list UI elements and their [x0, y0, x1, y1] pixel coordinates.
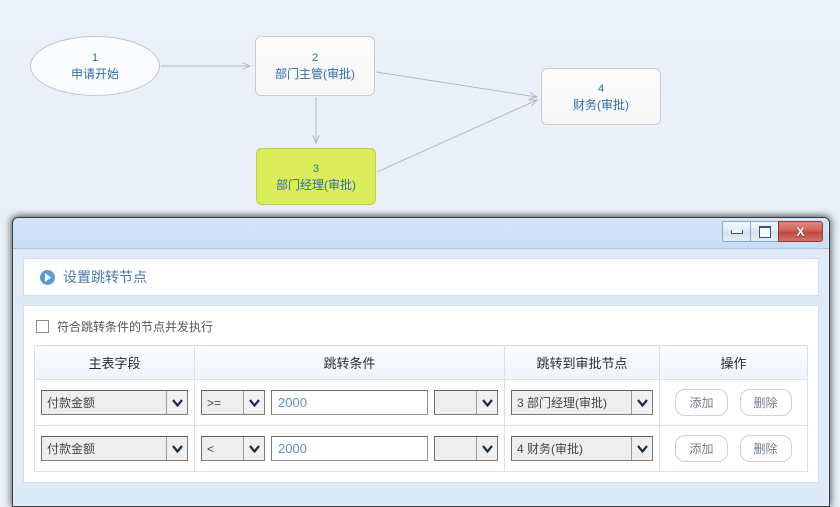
cell-target-node: 3 部门经理(审批) — [504, 379, 660, 426]
condition-value-input[interactable] — [271, 390, 428, 415]
close-icon: X — [796, 224, 805, 239]
flow-node-2[interactable]: 2 部门主管(审批) — [255, 36, 375, 96]
cell-condition: >= — [194, 379, 505, 426]
field-select[interactable]: 付款金额 — [41, 390, 188, 415]
edge-3-4 — [376, 100, 537, 173]
cell-condition: < — [194, 425, 505, 472]
close-button[interactable]: X — [778, 221, 823, 242]
concurrent-checkbox-label: 符合跳转条件的节点并发执行 — [57, 320, 214, 334]
cell-field: 付款金额 — [34, 379, 195, 426]
logic-select[interactable] — [434, 390, 498, 415]
jump-conditions-table: 主表字段 跳转条件 跳转到审批节点 操作 付款金额 — [34, 345, 808, 472]
window-controls: X — [722, 221, 823, 242]
concurrent-checkbox-row[interactable]: 符合跳转条件的节点并发执行 — [34, 316, 808, 345]
cell-target-node: 4 财务(审批) — [504, 425, 660, 472]
flow-node-4[interactable]: 4 财务(审批) — [541, 68, 661, 125]
column-header-target-node: 跳转到审批节点 — [504, 345, 660, 380]
delete-row-button[interactable]: 删除 — [739, 389, 792, 416]
flow-node-1-number: 1 — [91, 52, 99, 64]
target-node-select[interactable]: 3 部门经理(审批) — [511, 390, 653, 415]
operator-select[interactable]: < — [201, 436, 265, 461]
flowchart-canvas: 1 申请开始 2 部门主管(审批) 3 部门经理(审批) 4 财务(审批) — [0, 0, 840, 230]
edge-2-4 — [375, 71, 537, 97]
column-header-condition: 跳转条件 — [194, 345, 505, 380]
arrow-right-circle-icon — [40, 269, 55, 285]
table-row: 付款金额 >= — [34, 379, 808, 426]
flow-node-1-label: 申请开始 — [70, 67, 119, 81]
flow-node-1[interactable]: 1 申请开始 — [30, 36, 160, 96]
minimize-icon — [730, 229, 743, 234]
jump-node-dialog: X 设置跳转节点 符合跳转条件的节点并发执行 主表字段 — [12, 217, 830, 507]
flow-node-4-label: 财务(审批) — [573, 97, 629, 112]
maximize-button[interactable] — [750, 221, 779, 242]
delete-row-button[interactable]: 删除 — [739, 435, 792, 462]
dialog-title-bar[interactable]: X — [13, 218, 829, 249]
target-node-select[interactable]: 4 财务(审批) — [511, 436, 653, 461]
flow-node-2-number: 2 — [311, 52, 319, 64]
column-header-field: 主表字段 — [34, 345, 195, 380]
table-header-row: 主表字段 跳转条件 跳转到审批节点 操作 — [34, 345, 808, 380]
flow-node-3-number: 3 — [312, 162, 320, 175]
cell-actions: 添加 删除 — [659, 379, 808, 426]
maximize-icon — [758, 225, 771, 238]
logic-select[interactable] — [434, 436, 498, 461]
dialog-body: 设置跳转节点 符合跳转条件的节点并发执行 主表字段 跳转条件 跳转到审批节点 操… — [13, 249, 829, 483]
minimize-button[interactable] — [722, 221, 751, 242]
section-title: 设置跳转节点 — [63, 269, 147, 285]
flow-node-4-number: 4 — [597, 82, 605, 95]
flow-node-3-label: 部门经理(审批) — [276, 177, 356, 192]
flow-node-3[interactable]: 3 部门经理(审批) — [256, 148, 376, 205]
flow-node-2-label: 部门主管(审批) — [275, 67, 355, 81]
cell-actions: 添加 删除 — [659, 425, 808, 472]
jump-config-panel: 符合跳转条件的节点并发执行 主表字段 跳转条件 跳转到审批节点 操作 — [23, 305, 819, 483]
flowchart-connectors — [161, 0, 840, 173]
cell-field: 付款金额 — [34, 425, 195, 472]
section-header: 设置跳转节点 — [23, 258, 819, 296]
table-row: 付款金额 < — [34, 425, 808, 472]
add-row-button[interactable]: 添加 — [675, 435, 728, 462]
field-select[interactable]: 付款金额 — [41, 436, 188, 461]
operator-select[interactable]: >= — [201, 390, 265, 415]
condition-value-input[interactable] — [271, 436, 428, 461]
column-header-actions: 操作 — [659, 345, 808, 380]
concurrent-checkbox[interactable] — [36, 320, 49, 333]
add-row-button[interactable]: 添加 — [675, 389, 728, 416]
